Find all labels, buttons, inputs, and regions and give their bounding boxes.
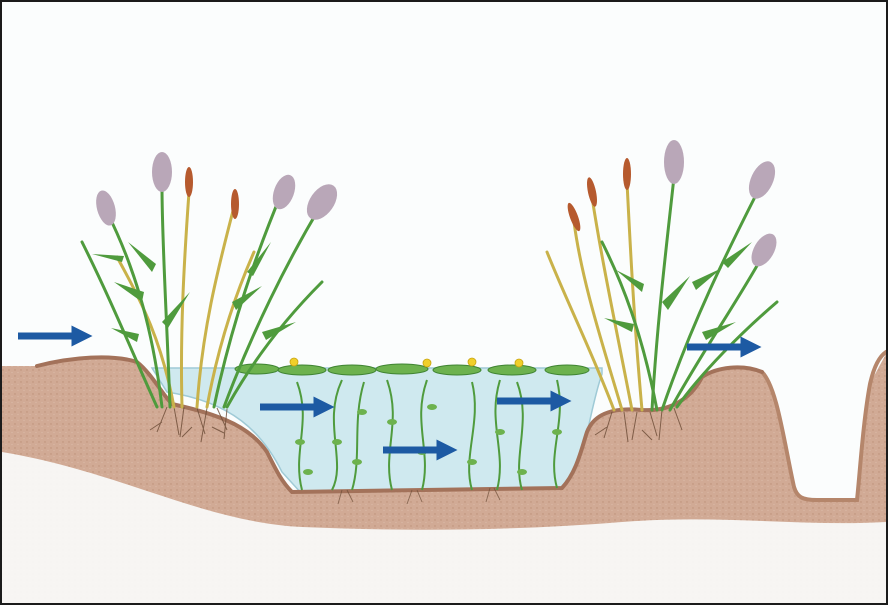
wetland-diagram-frame: [0, 0, 888, 605]
constructed-wetland-cross-section: [2, 2, 886, 603]
